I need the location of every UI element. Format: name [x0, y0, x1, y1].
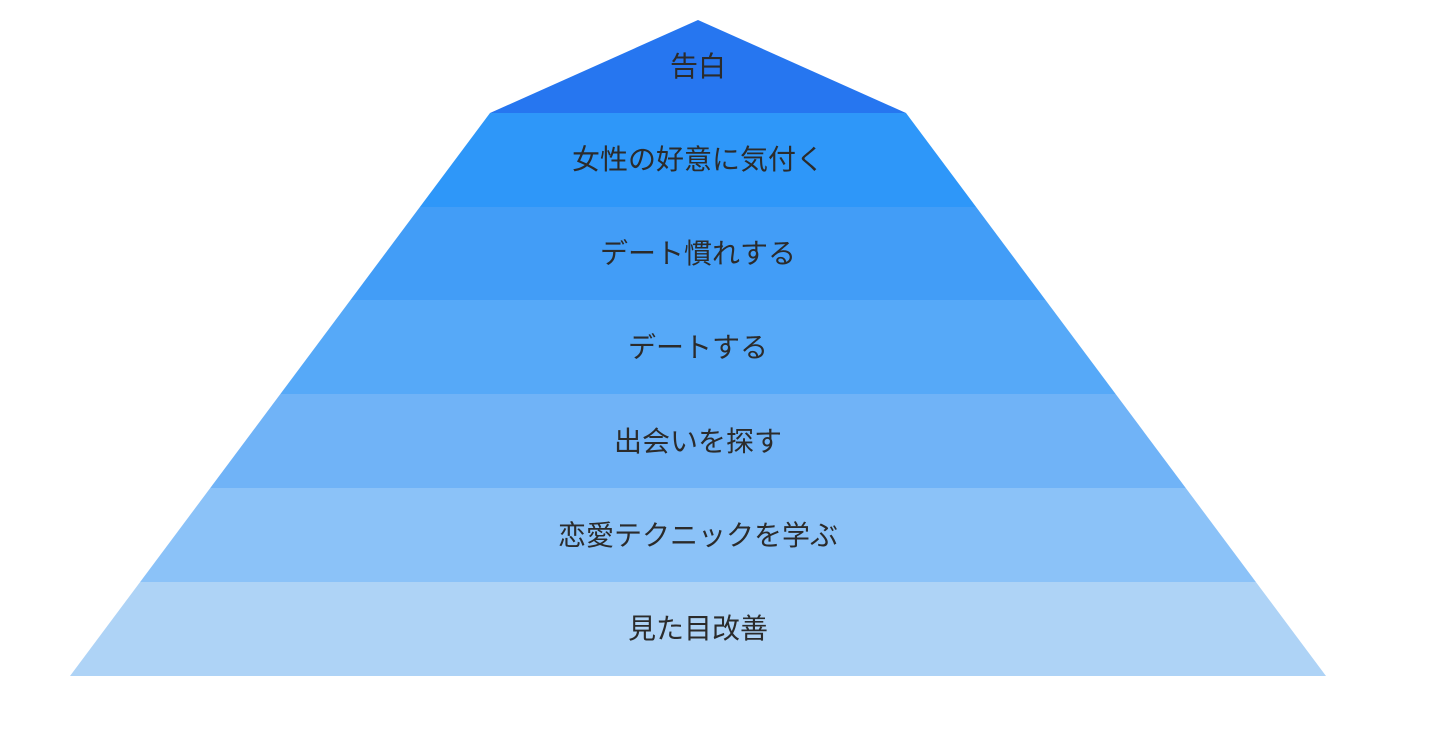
pyramid-level-6 — [140, 488, 1256, 582]
level-label-6: 恋愛テクニックを学ぶ — [557, 519, 838, 552]
pyramid-level-4 — [280, 300, 1116, 394]
level-label-3: デート慣れする — [599, 237, 796, 270]
pyramid-level-5 — [210, 394, 1186, 488]
level-label-1: 告白 — [669, 50, 726, 83]
pyramid-level-7 — [70, 582, 1326, 676]
level-label-5: 出会いを探す — [613, 425, 782, 458]
pyramid-level-3 — [350, 207, 1046, 300]
pyramid-level-2 — [419, 113, 977, 207]
level-label-2: 女性の好意に気付く — [571, 143, 824, 176]
level-label-7: 見た目改善 — [627, 612, 768, 645]
pyramid-level-1 — [489, 20, 907, 113]
level-label-4: デートする — [627, 331, 768, 364]
